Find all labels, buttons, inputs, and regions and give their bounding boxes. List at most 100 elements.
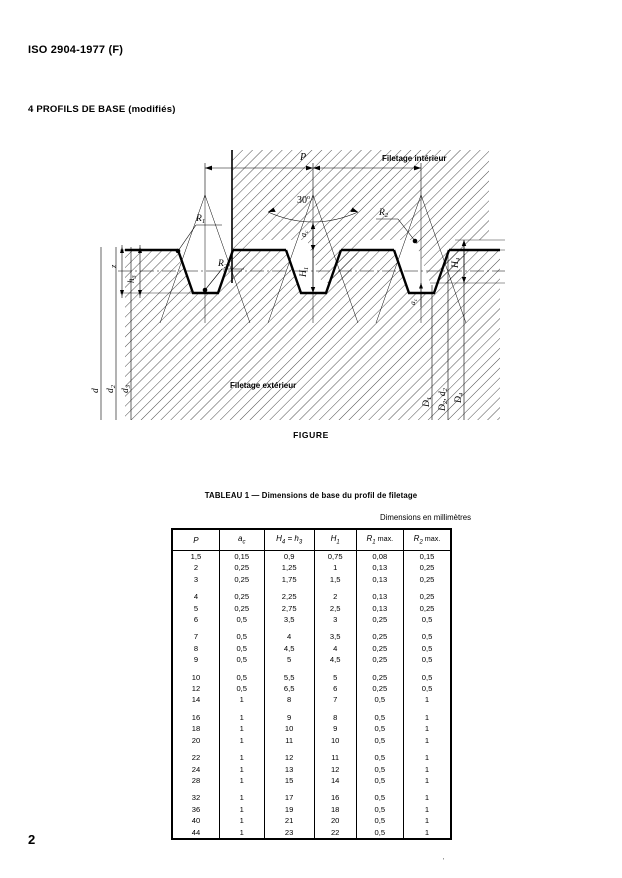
- table-cell: 0,5: [218, 671, 265, 684]
- table-cell: 18: [170, 723, 220, 735]
- table-spacer-cell: [263, 746, 315, 753]
- table-cell: 0,5: [403, 654, 453, 666]
- extension-lines: [120, 239, 505, 294]
- table-spacer-cell: [263, 665, 315, 672]
- table-cell: 0,5: [355, 792, 405, 804]
- ac-lower-dimension: [419, 283, 423, 307]
- table-cell: 18: [313, 803, 357, 816]
- table-cell: 16: [170, 711, 220, 724]
- table-cell: 0,5: [403, 642, 453, 655]
- table-cell: 0,25: [403, 591, 453, 603]
- table-cell: 0,25: [355, 671, 405, 684]
- table-cell: 0,13: [355, 591, 405, 603]
- table-cell: 11: [313, 752, 357, 764]
- table-cell: 5: [170, 602, 220, 615]
- table-group-spacer: [170, 665, 453, 672]
- angle-dimension: [267, 207, 359, 223]
- table-spacer-cell: [403, 585, 453, 592]
- table-cell: 12: [313, 763, 357, 775]
- table-cell: 32: [170, 792, 220, 804]
- table-cell: 8: [263, 694, 315, 706]
- table-cell: 4: [263, 631, 315, 643]
- table-spacer-cell: [170, 625, 220, 632]
- table-cell: 1: [218, 826, 265, 840]
- table-cell: 0,5: [403, 614, 453, 626]
- table-group-spacer: [170, 585, 453, 592]
- table-cell: 24: [170, 763, 220, 775]
- label-ac: ac: [299, 230, 310, 237]
- table-spacer-cell: [263, 705, 315, 712]
- table-cell: 1: [403, 723, 453, 735]
- table-cell: 1: [403, 803, 453, 816]
- label-h3: h3: [126, 275, 138, 283]
- table-cell: 0,5: [218, 631, 265, 643]
- table-cell: 16: [313, 792, 357, 804]
- table-cell: 23: [263, 826, 315, 840]
- table-spacer-cell: [170, 665, 220, 672]
- table-cell: 8: [313, 711, 357, 724]
- table-cell: 0,25: [403, 573, 453, 586]
- col-header-R1max: R1 max.: [355, 528, 405, 551]
- label-angle: 30o: [297, 195, 310, 206]
- section-heading: 4 PROFILS DE BASE (modifiés): [28, 104, 176, 115]
- table-spacer-cell: [403, 786, 453, 793]
- table-cell: 0,08: [355, 550, 405, 563]
- col-header-H4-h3: H4 = h3: [263, 528, 315, 551]
- col-header-ac: ac: [218, 528, 265, 551]
- table-cell: 6,5: [263, 683, 315, 695]
- label-R1: R1: [195, 214, 205, 225]
- label-d3: d3: [121, 384, 132, 393]
- table-cell: 6: [170, 614, 220, 626]
- table-cell: 2: [313, 591, 357, 603]
- table-cell: 0,25: [218, 562, 265, 574]
- table-cell: 5: [313, 671, 357, 684]
- table-cell: 20: [170, 734, 220, 747]
- label-D4: D4: [454, 392, 465, 404]
- table-cell: 3,5: [263, 614, 315, 626]
- table-cell: 0,25: [355, 642, 405, 655]
- table-cell: 4: [170, 591, 220, 603]
- table-cell: 28: [170, 774, 220, 787]
- table-cell: 1: [218, 723, 265, 735]
- table-cell: 0,5: [355, 826, 405, 840]
- label-D2-d2: D2, d2: [438, 387, 449, 412]
- table-cell: 21: [263, 815, 315, 827]
- table-cell: 1,75: [263, 573, 315, 586]
- table-cell: 17: [263, 792, 315, 804]
- table-cell: 0,5: [355, 763, 405, 775]
- table-cell: 0,5: [403, 631, 453, 643]
- table-cell: 0,25: [218, 591, 265, 603]
- h1-dimension: [310, 251, 316, 293]
- table-title: TABLEAU 1 — Dimensions de base du profil…: [204, 491, 418, 500]
- table-cell: 12: [263, 752, 315, 764]
- table-cell: 13: [263, 763, 315, 775]
- ac-dimension: [310, 223, 316, 251]
- label-ac-lower: ac: [408, 298, 419, 305]
- table-cell: 1: [403, 734, 453, 747]
- table-cell: 9: [263, 711, 315, 724]
- label-d: d: [91, 388, 101, 393]
- col-header-P: P: [170, 528, 220, 551]
- table-cell: 22: [313, 826, 357, 840]
- table-cell: 0,5: [355, 815, 405, 827]
- table-cell: 10: [263, 723, 315, 735]
- table-spacer-cell: [403, 705, 453, 712]
- table-cell: 3: [170, 573, 220, 586]
- table-cell: 1: [218, 752, 265, 764]
- label-D1: D1: [422, 397, 433, 408]
- table-cell: 0,5: [355, 723, 405, 735]
- table-group-spacer: [170, 625, 453, 632]
- label-d2: d2: [106, 384, 117, 393]
- document-reference: ISO 2904-1977 (F): [28, 44, 124, 56]
- table-spacer-cell: [170, 746, 220, 753]
- col-header-R2max: R2 max.: [403, 528, 453, 551]
